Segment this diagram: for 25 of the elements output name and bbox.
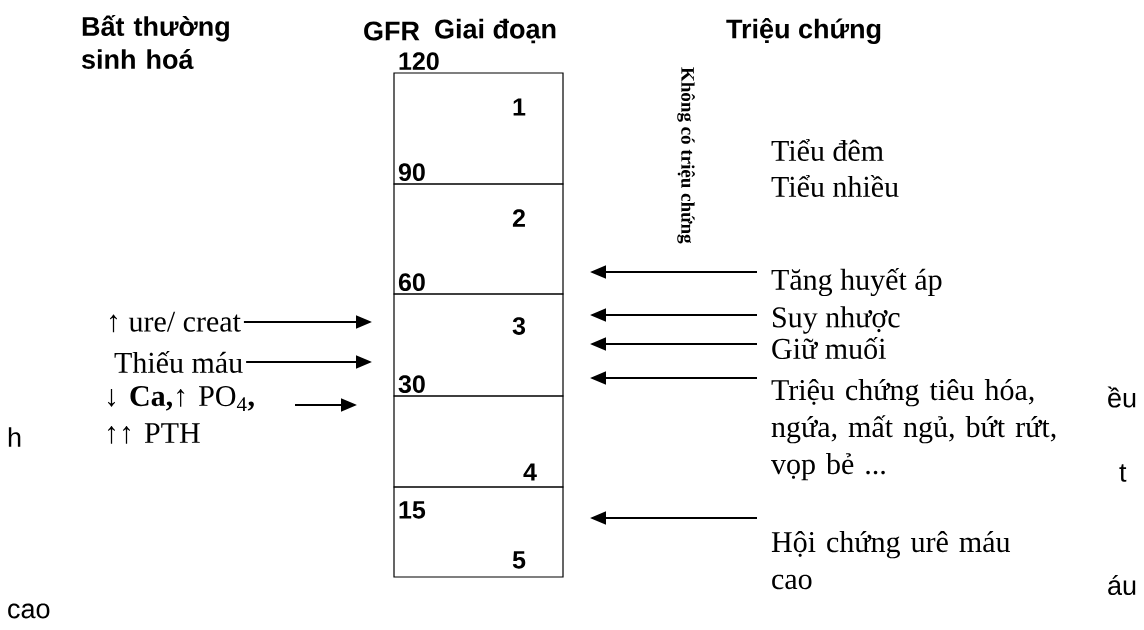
column-heading: Giai đoạn [435,18,556,44]
gfr-value: 30 [398,375,425,393]
stage-band: 4 [393,395,564,488]
item-text: Hội chứng urê máu cao [771,531,1010,590]
item-text: Giữ muối [772,337,886,359]
gfr-value: 15 [399,501,426,519]
text-fragment: áu [1108,574,1136,596]
gfr-value: 90 [398,163,425,181]
column-heading: GFR [364,21,420,41]
item-text: Tăng huyết áp [771,267,942,297]
item-text: Triệu chứng tiêu hóa, ngứa, mất ngủ, bứt rứt, vọp bẻ ... [771,379,1056,481]
symptom-text: Tiểu đêm [771,139,884,162]
item-text: Suy nhược [773,306,900,334]
gfr-value: 60 [398,273,425,291]
column-heading: Bất thường sinh hoá [81,15,229,69]
column-heading: Triệu chứng [726,18,881,44]
item-text: Thiếu máu [114,351,243,373]
symptom-text: Tiểu nhiều [771,175,899,198]
item-text: ↑ ure/ creat [110,311,241,333]
vertical-note: Không có triệu chứng [677,67,695,244]
item-text: ↓ Ca,↑ PO$_{4}$, ↑↑ PTH [108,386,254,444]
text-fragment: t [1119,464,1127,482]
text-fragment: h [8,427,21,447]
text-fragment: ều [1107,386,1136,408]
text-fragment: cao [8,603,50,619]
